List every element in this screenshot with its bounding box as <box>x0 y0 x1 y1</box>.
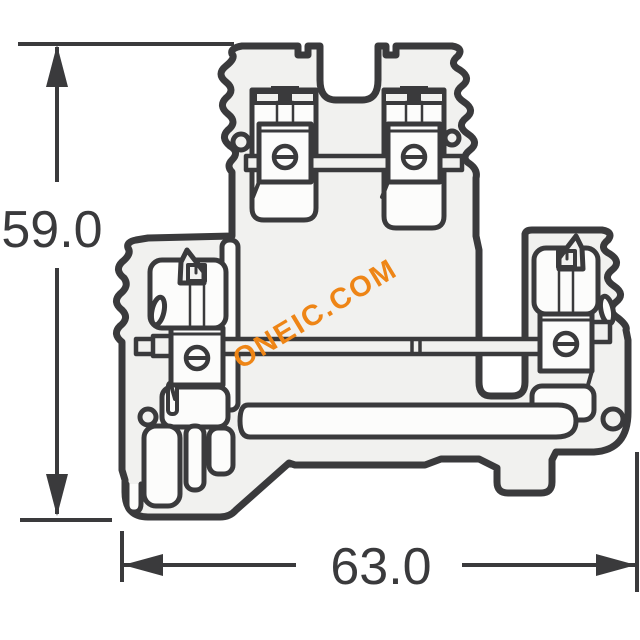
height-dimension-label: 59.0 <box>1 201 102 259</box>
dimension-arrow-right-icon <box>596 554 636 576</box>
upper-right-screw-clamp <box>382 86 444 197</box>
dimension-arrow-down-icon <box>46 474 68 516</box>
dimension-arrow-left-icon <box>123 554 163 576</box>
housing-holes <box>137 128 626 432</box>
width-dimension: 63.0 <box>120 452 639 596</box>
upper-left-screw-clamp <box>253 86 315 197</box>
height-dimension: 59.0 <box>1 42 234 522</box>
dimension-arrow-up-icon <box>46 45 68 87</box>
width-dimension-label: 63.0 <box>330 538 431 596</box>
